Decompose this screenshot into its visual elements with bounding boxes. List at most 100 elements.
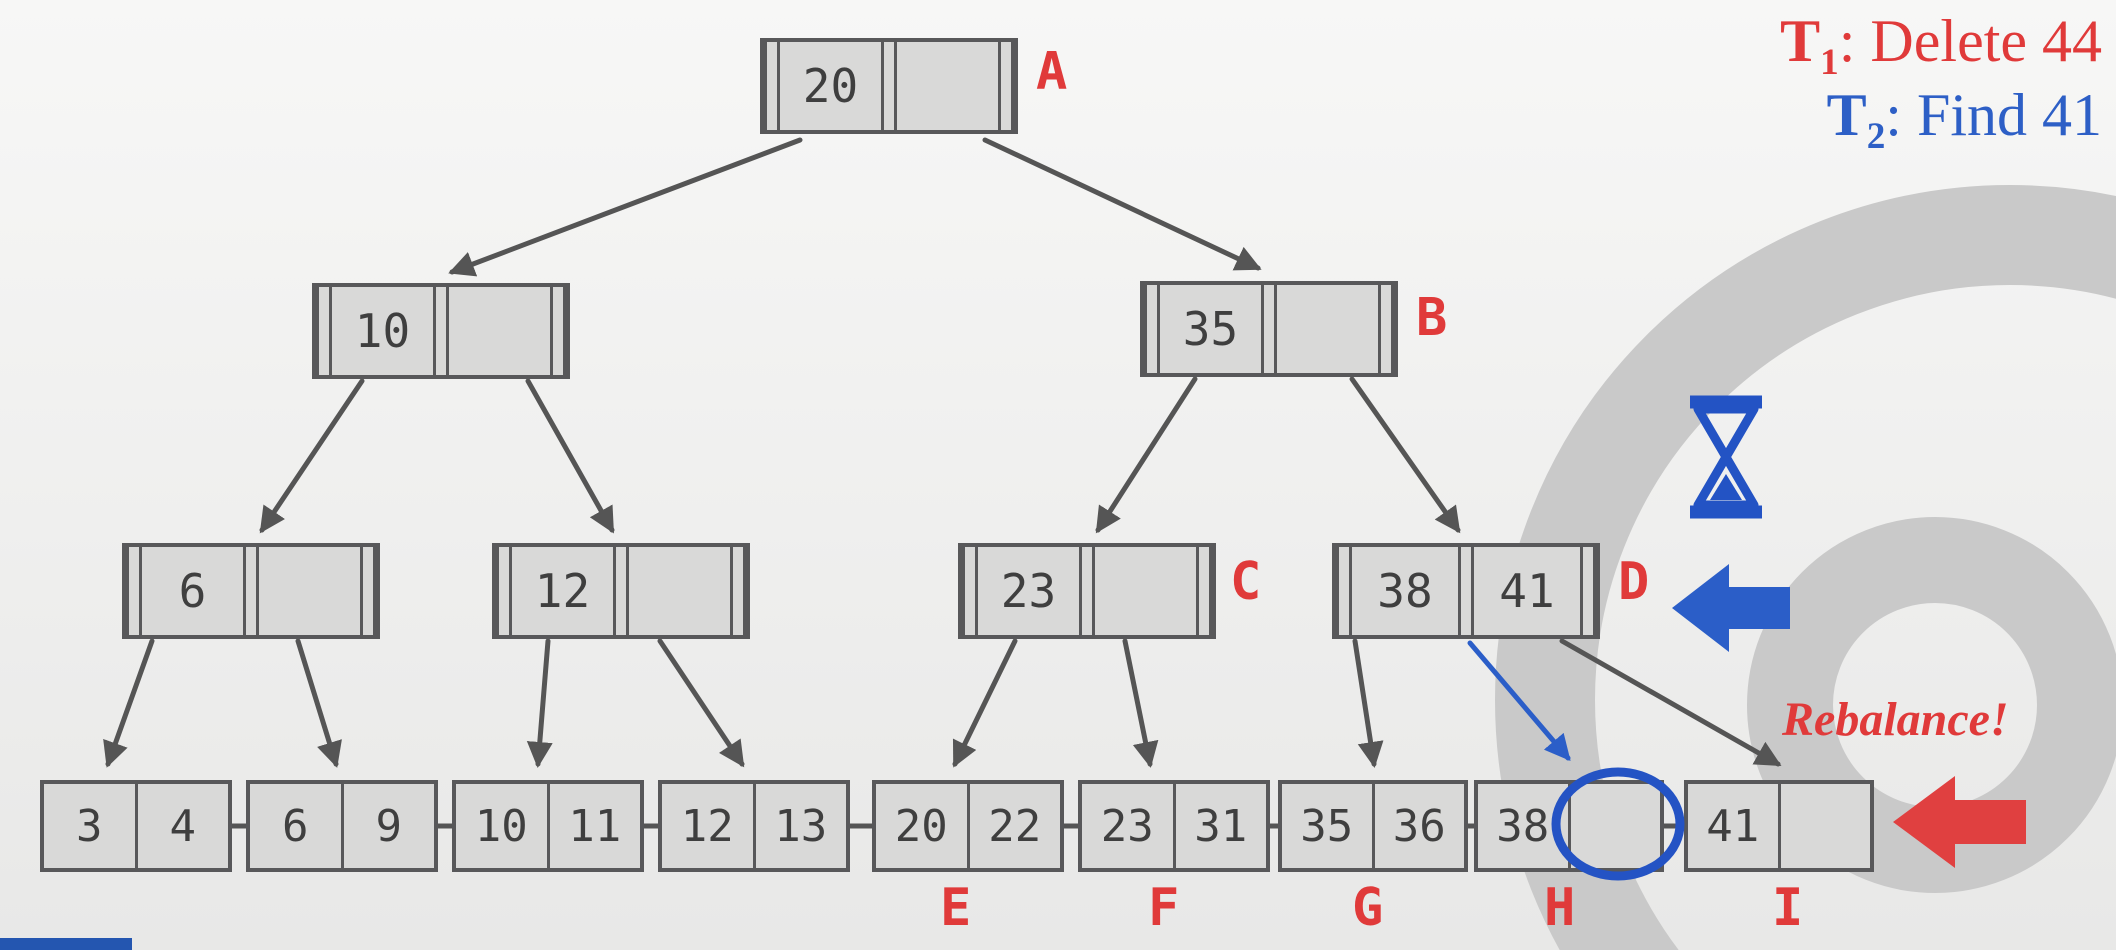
leaf-node-E: 20 22	[872, 780, 1064, 872]
txn2-id: T	[1826, 82, 1867, 148]
edge-D-to-G	[1352, 638, 1384, 768]
pointer-slot	[496, 547, 512, 635]
btree-node-12: 12	[492, 543, 750, 639]
node-key: 20	[802, 59, 859, 113]
leaf-cell-empty	[1777, 784, 1871, 868]
pointer-slot	[1196, 547, 1212, 635]
pointer-slot	[1144, 285, 1160, 373]
node-label-I: I	[1772, 878, 1804, 938]
edge-C-to-E	[952, 638, 1018, 768]
node-label-B: B	[1416, 288, 1448, 348]
edge-12-to-leaf3	[526, 638, 553, 768]
edge-D-to-H-blue	[1467, 640, 1571, 762]
pointer-slot	[998, 42, 1014, 130]
node-key: 41	[1499, 564, 1555, 618]
pointer-slot	[881, 42, 897, 130]
rebalance-callout: Rebalance!	[1782, 693, 2009, 746]
btree-node-6: 6	[122, 543, 380, 639]
txn2-subscript: 2	[1866, 116, 1886, 157]
slide-footer-bar	[0, 938, 132, 950]
btree-node-A: 20	[760, 38, 1018, 134]
node-key-empty	[1095, 547, 1196, 635]
node-label-E: E	[940, 878, 972, 938]
node-key-empty	[1277, 285, 1378, 373]
edge-10-to-12	[525, 378, 615, 534]
leaf-cell-empty	[1567, 784, 1661, 868]
leaf-node-4: 12 13	[658, 780, 850, 872]
pointer-slot	[433, 287, 449, 375]
pointer-slot	[360, 547, 376, 635]
leaf-cell: 3	[76, 800, 103, 852]
node-key: 38	[1377, 564, 1433, 618]
blue-arrow-left-icon	[1672, 564, 1790, 652]
node-label-A: A	[1036, 42, 1068, 102]
leaf-cell: 36	[1371, 784, 1465, 868]
btree-node-C: 23	[958, 543, 1216, 639]
pointer-slot	[730, 547, 746, 635]
edge-C-to-F	[1122, 638, 1159, 768]
btree-node-B: 35	[1140, 281, 1398, 377]
leaf-node-F: 23 31	[1078, 780, 1270, 872]
pointer-slot	[550, 287, 566, 375]
leaf-cell: 9	[340, 784, 435, 868]
node-label-H: H	[1544, 878, 1576, 938]
node-key: 10	[354, 304, 411, 358]
leaf-node-G: 35 36	[1278, 780, 1468, 872]
edge-12-to-leaf4	[657, 638, 745, 768]
btree-node-10: 10	[312, 283, 570, 379]
node-key-empty	[897, 42, 998, 130]
node-label-F: F	[1148, 878, 1180, 938]
leaf-cell: 4	[134, 784, 229, 868]
node-label-D: D	[1618, 552, 1650, 612]
leaf-node-2: 6 9	[246, 780, 438, 872]
txn1-subscript: 1	[1820, 42, 1839, 83]
node-key: 23	[1000, 564, 1057, 618]
pointer-slot	[962, 547, 978, 635]
edge-D-to-I	[1559, 638, 1782, 767]
pointer-slot	[1261, 285, 1277, 373]
node-key: 6	[178, 564, 207, 618]
node-key: 35	[1182, 302, 1239, 356]
edge-10-to-6	[259, 378, 365, 534]
pointer-slot	[1580, 547, 1596, 635]
hourglass-icon	[1690, 395, 1762, 519]
pointer-slot	[316, 287, 332, 375]
leaf-node-I: 41	[1684, 780, 1874, 872]
pointer-slot	[613, 547, 629, 635]
btree-node-D: 38 41	[1332, 543, 1600, 639]
node-key-empty	[259, 547, 360, 635]
leaf-cell: 12	[680, 800, 734, 852]
leaf-node-1: 3 4	[40, 780, 232, 872]
pointer-slot	[1458, 547, 1474, 635]
leaf-cell: 13	[752, 784, 847, 868]
leaf-cell: 11	[546, 784, 641, 868]
edge-6-to-leaf2	[295, 638, 342, 768]
pointer-slot	[1079, 547, 1095, 635]
leaf-cell: 6	[282, 800, 309, 852]
node-key-empty	[449, 287, 550, 375]
leaf-cell: 20	[894, 800, 948, 852]
leaf-cell: 23	[1100, 800, 1154, 852]
txn2-action: : Find 41	[1885, 82, 2102, 148]
leaf-cell: 22	[966, 784, 1061, 868]
edge-A-to-10	[448, 137, 803, 277]
node-label-G: G	[1352, 878, 1384, 938]
node-key-empty	[629, 547, 730, 635]
node-label-C: C	[1230, 552, 1262, 612]
red-arrow-left-icon	[1893, 776, 2026, 868]
pointer-slot	[126, 547, 142, 635]
txn1-id: T	[1780, 8, 1821, 74]
leaf-cell: 10	[474, 800, 528, 852]
txn2-operation: T2: Find 41	[1780, 78, 2102, 155]
leaf-cell: 31	[1172, 784, 1267, 868]
leaf-node-3: 10 11	[452, 780, 644, 872]
transaction-list: T1: Delete 44 T2: Find 41	[1780, 4, 2102, 155]
edge-B-to-D	[1349, 376, 1461, 534]
pointer-slot	[1336, 547, 1352, 635]
leaf-cell: 41	[1706, 800, 1760, 852]
txn1-operation: T1: Delete 44	[1780, 4, 2102, 81]
edge-A-to-B	[982, 137, 1262, 271]
txn1-action: : Delete 44	[1838, 8, 2102, 74]
leaf-node-H: 38	[1474, 780, 1664, 872]
